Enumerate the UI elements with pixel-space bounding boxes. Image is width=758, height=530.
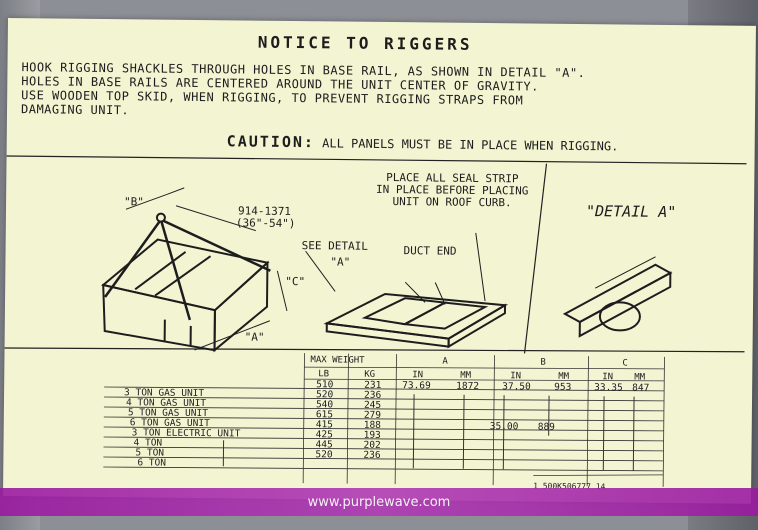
watermark-text: www.purplewave.com (307, 494, 451, 510)
lb-cell: 520 (315, 449, 333, 461)
a-in-cell: 73.69 (402, 380, 431, 392)
b-mm-cell: 953 (554, 381, 572, 393)
notice-plate: NOTICE TO RIGGERS HOOK RIGGING SHACKLES … (2, 18, 756, 504)
watermark-banner: www.purplewave.com (0, 488, 758, 516)
col-c-header: C (622, 358, 628, 369)
detail-a-drawing (562, 256, 673, 338)
col-a-header: A (442, 356, 448, 367)
unit-box-drawing (101, 212, 271, 353)
c-mm-cell: 847 (632, 382, 650, 394)
max-weight-header: MAX WEIGHT (310, 355, 365, 366)
c-in-header: IN (602, 372, 614, 383)
kg-cell: 236 (363, 449, 381, 461)
rigging-diagram (4, 155, 747, 354)
c-in-cell: 33.35 (594, 382, 623, 394)
col-b-header: B (540, 357, 546, 368)
kg-header: KG (364, 369, 376, 380)
lb-header: LB (318, 369, 330, 380)
b-mm-cell-alt: 889 (537, 421, 555, 433)
c-mm-header: MM (634, 372, 646, 383)
b-mm-header: MM (558, 371, 570, 382)
b-in-cell-alt: 35.00 (489, 421, 519, 433)
b-in-cell: 37.50 (502, 381, 531, 393)
b-in-header: IN (510, 371, 522, 382)
a-mm-cell: 1872 (456, 380, 480, 392)
table-row-label: 6 TON (137, 457, 167, 469)
a-in-header: IN (412, 370, 424, 381)
roof-curb-drawing (323, 232, 509, 349)
weight-table-grid (103, 353, 665, 487)
a-mm-header: MM (460, 370, 472, 381)
